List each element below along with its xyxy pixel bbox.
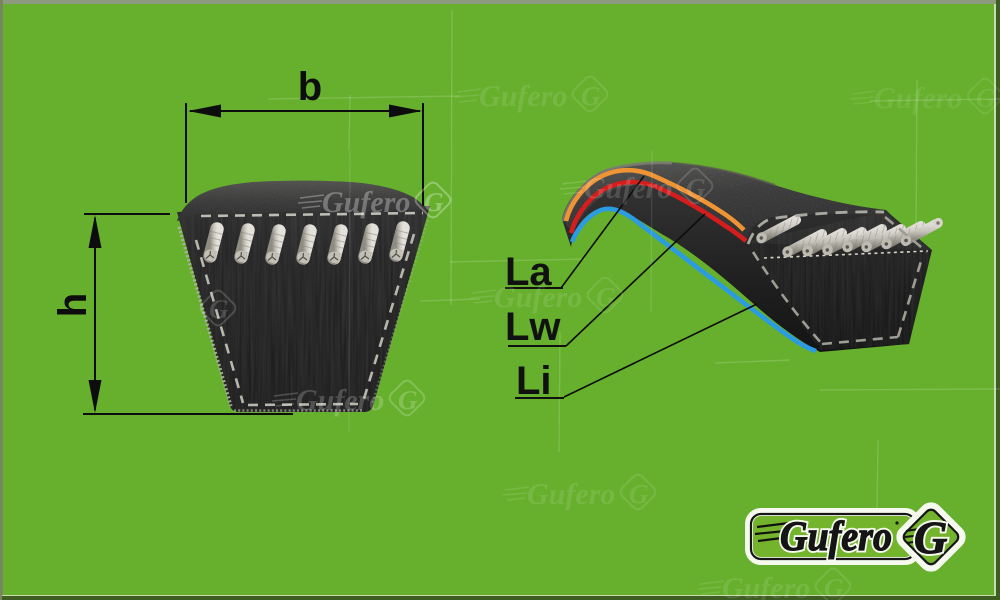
svg-text:G: G [914, 512, 947, 563]
svg-text:Gufero: Gufero [780, 514, 892, 560]
svg-text:Li: Li [516, 359, 552, 403]
svg-text:b: b [298, 65, 322, 109]
svg-text:Gufero: Gufero [780, 514, 892, 560]
svg-text:G: G [914, 512, 947, 563]
svg-text:h: h [51, 293, 95, 317]
svg-text:G: G [209, 294, 229, 324]
